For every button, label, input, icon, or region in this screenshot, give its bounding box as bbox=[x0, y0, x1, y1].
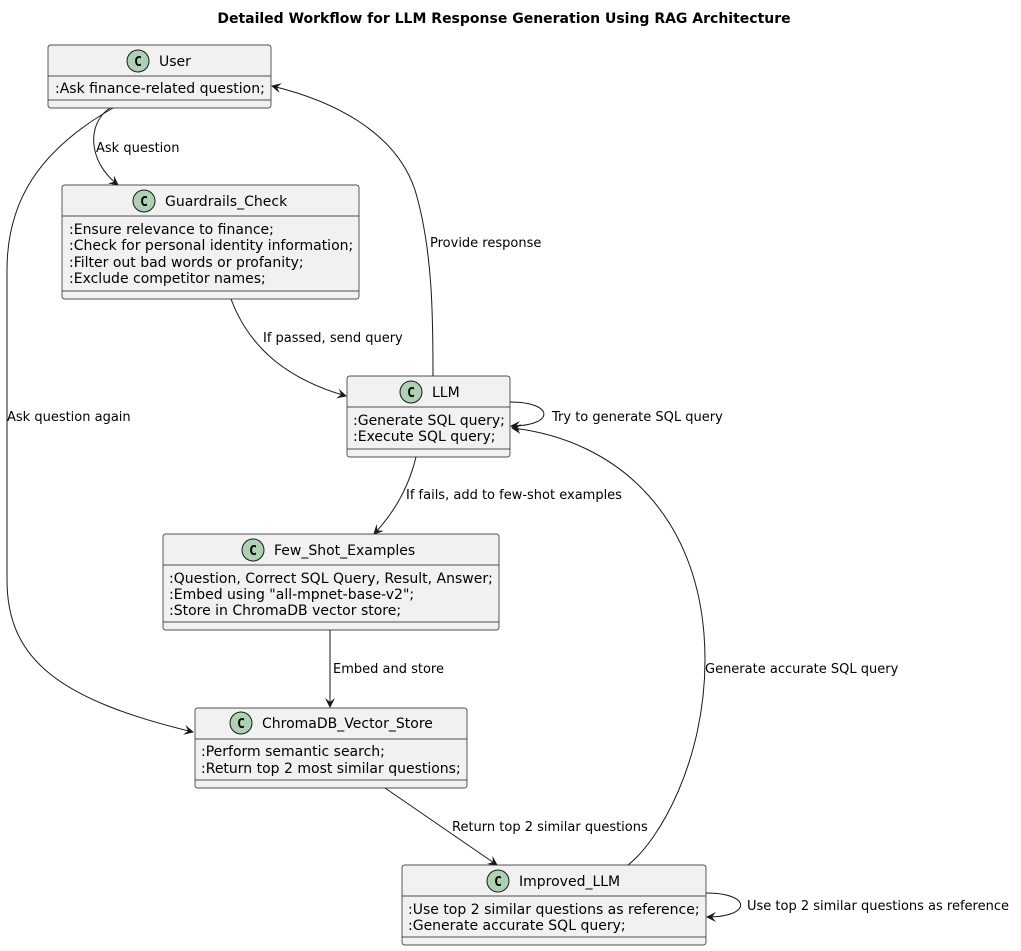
edge-label-try-generate: Try to generate SQL query bbox=[551, 410, 723, 425]
class-few-shot-examples-member: :Store in ChromaDB vector store; bbox=[169, 603, 401, 619]
diagram-title: Detailed Workflow for LLM Response Gener… bbox=[217, 11, 790, 27]
class-few-shot-examples: C Few_Shot_Examples :Question, Correct S… bbox=[162, 533, 500, 631]
edge-use-top2 bbox=[705, 892, 741, 922]
class-guardrails-check-member: :Filter out bad words or profanity; bbox=[69, 255, 304, 271]
class-chromadb-vector-store-name: ChromaDB_Vector_Store bbox=[262, 716, 433, 732]
class-c-icon bbox=[241, 538, 265, 562]
edge-if-fails bbox=[373, 456, 417, 535]
class-user: C User :Ask finance-related question; bbox=[47, 44, 272, 109]
class-llm-member: :Generate SQL query; bbox=[353, 413, 505, 429]
class-c-icon bbox=[132, 189, 156, 213]
class-few-shot-examples-member: :Question, Correct SQL Query, Result, An… bbox=[169, 571, 493, 587]
edge-label-if-fails: If fails, add to few-shot examples bbox=[406, 488, 622, 503]
class-c-icon bbox=[229, 711, 253, 735]
edge-generate-accurate bbox=[511, 424, 706, 866]
class-few-shot-examples-member: :Embed using "all-mpnet-base-v2"; bbox=[169, 587, 414, 603]
class-c-letter: C bbox=[140, 195, 148, 210]
edge-try-generate bbox=[509, 401, 545, 431]
edge-label-return-top2: Return top 2 similar questions bbox=[452, 820, 648, 835]
class-guardrails-check-name: Guardrails_Check bbox=[165, 194, 288, 210]
class-llm-member: :Execute SQL query; bbox=[353, 429, 495, 445]
class-chromadb-vector-store-member: :Perform semantic search; bbox=[201, 744, 385, 760]
class-improved-llm-name: Improved_LLM bbox=[519, 874, 620, 890]
class-improved-llm-member: :Generate accurate SQL query; bbox=[408, 918, 626, 934]
edge-label-ask-question: Ask question bbox=[96, 141, 180, 156]
edge-label-if-passed: If passed, send query bbox=[263, 331, 403, 346]
class-c-letter: C bbox=[134, 55, 142, 70]
class-chromadb-vector-store: C ChromaDB_Vector_Store :Perform semanti… bbox=[194, 707, 468, 789]
edge-provide-response bbox=[271, 83, 434, 377]
class-c-letter: C bbox=[494, 875, 502, 890]
class-c-letter: C bbox=[249, 544, 257, 559]
class-c-letter: C bbox=[407, 386, 415, 401]
class-improved-llm: C Improved_LLM :Use top 2 similar questi… bbox=[401, 864, 707, 946]
class-guardrails-check-member: :Check for personal identity information… bbox=[69, 238, 353, 254]
class-llm: C LLM :Generate SQL query; :Execute SQL … bbox=[346, 375, 511, 458]
class-chromadb-vector-store-member: :Return top 2 most similar questions; bbox=[201, 761, 461, 777]
class-c-letter: C bbox=[237, 717, 245, 732]
edge-label-ask-again: Ask question again bbox=[7, 410, 131, 425]
class-few-shot-examples-name: Few_Shot_Examples bbox=[274, 543, 415, 559]
edge-if-passed bbox=[230, 298, 347, 399]
class-improved-llm-member: :Use top 2 similar questions as referenc… bbox=[408, 902, 700, 918]
class-c-icon bbox=[126, 49, 150, 73]
class-llm-name: LLM bbox=[432, 385, 460, 401]
class-guardrails-check: C Guardrails_Check :Ensure relevance to … bbox=[61, 184, 360, 300]
edge-return-top2 bbox=[384, 787, 498, 866]
class-guardrails-check-member: :Exclude competitor names; bbox=[69, 271, 266, 287]
class-user-name: User bbox=[159, 54, 191, 70]
edge-ask-again bbox=[6, 107, 194, 735]
class-guardrails-check-member: :Ensure relevance to finance; bbox=[69, 222, 274, 238]
class-c-icon bbox=[399, 380, 423, 404]
edge-label-provide-response: Provide response bbox=[430, 236, 541, 251]
edge-label-embed-store: Embed and store bbox=[333, 662, 444, 677]
class-c-icon bbox=[486, 869, 510, 893]
edge-label-generate-accurate: Generate accurate SQL query bbox=[705, 662, 899, 677]
edge-label-use-top2: Use top 2 similar questions as reference bbox=[747, 899, 1009, 914]
class-user-member: :Ask finance-related question; bbox=[55, 81, 265, 97]
